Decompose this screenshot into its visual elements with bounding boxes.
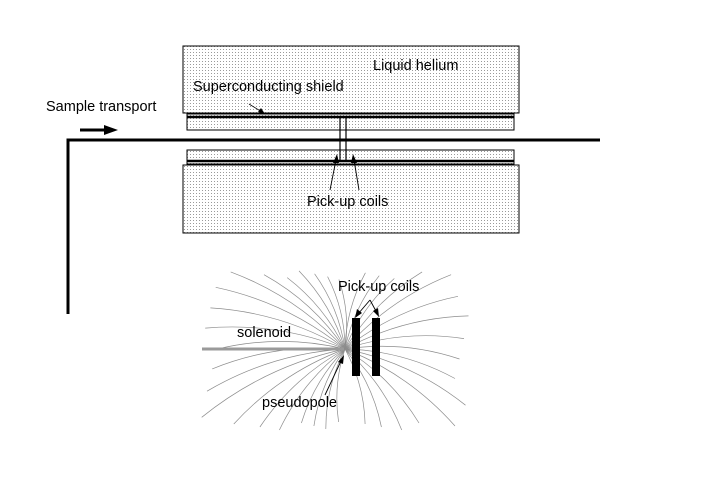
pickup-arrowhead-right — [351, 154, 357, 163]
solenoid-label: solenoid — [237, 325, 292, 341]
pseudopole-label: pseudopole — [262, 395, 337, 411]
pickup-coils-top-label: Pick-up coils — [307, 194, 389, 210]
field-line — [230, 271, 346, 350]
pickup-coil-left — [352, 318, 360, 376]
field-line — [286, 277, 346, 350]
field-line — [327, 276, 346, 350]
field-line — [344, 348, 382, 428]
field-line — [205, 326, 346, 350]
field-line — [344, 278, 395, 350]
shield-pointer-arrowhead — [258, 108, 265, 114]
field-line — [336, 348, 346, 423]
sample-transport-rod — [66, 138, 600, 314]
superconducting-shield-label: Superconducting shield — [193, 79, 344, 95]
field-line — [344, 348, 456, 427]
bottom-pickup-arrowhead-right — [373, 308, 379, 317]
pickup-coil-right — [372, 318, 380, 376]
upper-helium-block — [182, 45, 520, 114]
field-line — [344, 348, 466, 406]
field-line — [314, 273, 346, 350]
field-line — [279, 348, 346, 431]
field-line — [313, 348, 346, 427]
field-line — [344, 272, 366, 350]
field-line — [263, 274, 346, 350]
field-line — [217, 341, 346, 350]
pickup-coils-bottom-label: Pick-up coils — [338, 279, 420, 295]
field-line — [215, 286, 346, 350]
field-line — [233, 348, 346, 425]
field-line — [210, 307, 346, 350]
sample-transport-label: Sample transport — [46, 99, 157, 115]
field-line — [206, 348, 346, 392]
pickup-arrow-right — [353, 159, 360, 191]
bottom-pickup-arrowhead-left — [355, 309, 362, 318]
liquid-helium-label: Liquid helium — [373, 58, 459, 74]
field-line — [338, 279, 348, 350]
field-line — [344, 295, 459, 350]
field-line — [259, 348, 346, 428]
pickup-arrow-left — [329, 159, 337, 191]
field-lines — [201, 270, 469, 431]
field-line — [298, 270, 346, 350]
lower-helium-block — [182, 164, 520, 234]
field-line — [301, 348, 346, 424]
field-line — [344, 271, 423, 350]
field-line — [325, 348, 346, 430]
pseudopole-pointer-arrowhead — [338, 355, 344, 364]
pickup-arrowhead-left — [333, 154, 339, 163]
field-line — [201, 348, 346, 418]
field-line — [344, 348, 366, 425]
field-line — [344, 315, 469, 350]
pseudopole-pointer-arrow — [324, 360, 342, 396]
sample-transport-arrow-head — [104, 125, 118, 135]
